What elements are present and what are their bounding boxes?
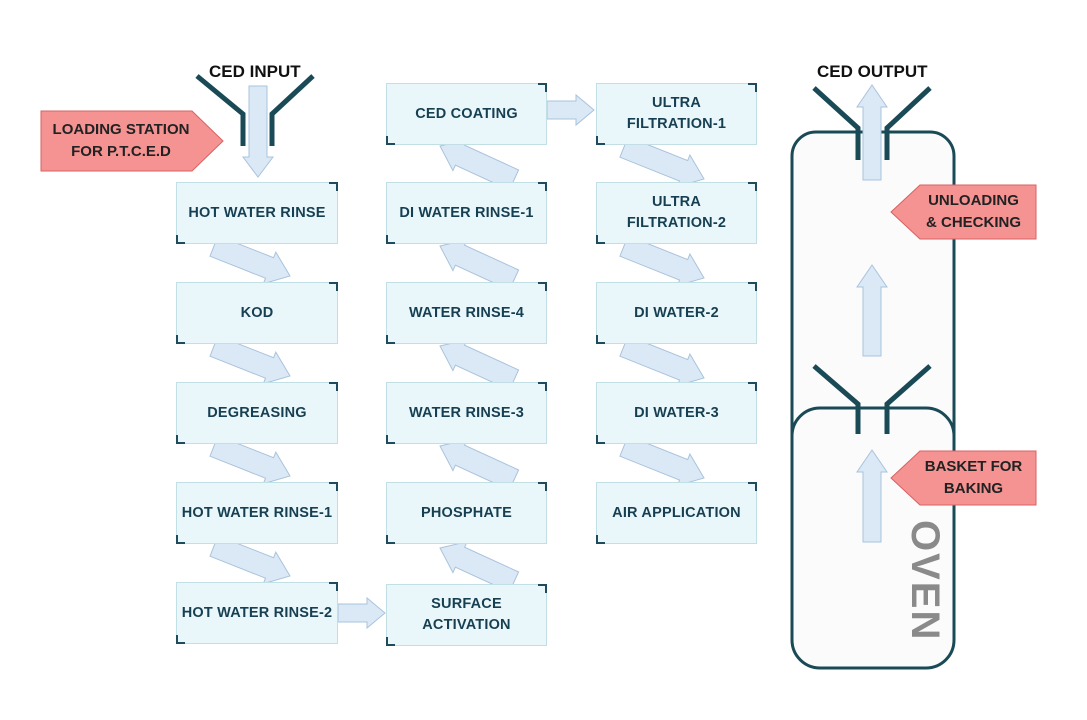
oven-entry-funnel [812,364,932,434]
step-phosphate: PHOSPHATE [386,482,547,544]
step-label: DI WATER-3 [634,404,719,421]
box-corner-mark [748,182,757,191]
box-corner-mark [176,235,185,244]
box-corner-mark [176,335,185,344]
box-corner-mark [386,136,395,145]
step-label: CED COATING [415,105,518,122]
step-label: ULTRA FILTRATION-1 [626,95,727,132]
box-corner-mark [176,635,185,644]
step-label: KOD [240,304,274,321]
box-corner-mark [596,535,605,544]
box-corner-mark [176,435,185,444]
box-corner-mark [596,435,605,444]
box-corner-mark [596,235,605,244]
step-label: WATER RINSE-4 [408,304,525,321]
step-label: SURFACE ACTIVATION [422,596,511,633]
box-corner-mark [176,535,185,544]
box-corner-mark [329,282,338,291]
tag-shape [890,450,1037,506]
step-hot-water-rinse-1: HOT WATER RINSE-1 [176,482,338,544]
step-air-application: AIR APPLICATION [596,482,757,544]
step-label: HOT WATER RINSE [188,204,326,221]
ced-output-funnel [812,86,932,160]
loading-station-tag: LOADING STATION FOR P.T.C.E.D [40,110,224,172]
step-label: HOT WATER RINSE-1 [181,504,333,521]
box-corner-mark [596,335,605,344]
basket-for-baking-tag: BASKET FOR BAKING [890,450,1037,506]
step-label: AIR APPLICATION [612,504,741,521]
ced-output-label: CED OUTPUT [817,62,928,81]
box-corner-mark [596,136,605,145]
unloading-checking-tag: UNLOADING & CHECKING [890,184,1037,240]
step-water-rinse-3: WATER RINSE-3 [386,382,547,444]
step-degreasing: DEGREASING [176,382,338,444]
step-label: DI WATER-2 [634,304,719,321]
tag-shape [40,110,224,172]
box-corner-mark [386,637,395,646]
coating-to-uf-arrow [546,93,595,127]
box-corner-mark [329,582,338,591]
step-hot-water-rinse-2: HOT WATER RINSE-2 [176,582,338,644]
unloading-checking-label: UNLOADING & CHECKING [925,192,1021,231]
loading-station-label: LOADING STATION FOR P.T.C.E.D [52,121,190,160]
step-surface-activation: SURFACE ACTIVATION [386,584,547,646]
basket-for-baking-label: BASKET FOR BAKING [924,458,1023,497]
output-arrow [856,84,888,181]
box-corner-mark [329,482,338,491]
oven-lower-arrow [856,449,888,543]
step-label: DEGREASING [207,404,307,421]
box-corner-mark [386,335,395,344]
step-ced-coating: CED COATING [386,83,547,145]
step-hot-water-rinse: HOT WATER RINSE [176,182,338,244]
step-kod: KOD [176,282,338,344]
box-corner-mark [748,83,757,92]
box-corner-mark [538,182,547,191]
box-corner-mark [538,584,547,593]
box-corner-mark [386,435,395,444]
step-di-water-rinse-1: DI WATER RINSE-1 [386,182,547,244]
box-corner-mark [329,382,338,391]
step-label: PHOSPHATE [421,504,512,521]
step-water-rinse-4: WATER RINSE-4 [386,282,547,344]
tag-shape [890,184,1037,240]
step-label: HOT WATER RINSE-2 [181,604,333,621]
box-corner-mark [748,382,757,391]
flow-arrows [209,84,888,630]
box-corner-mark [538,282,547,291]
box-corner-mark [538,382,547,391]
box-corner-mark [538,83,547,92]
box-corner-mark [329,182,338,191]
step-ultra-filtration-1: ULTRA FILTRATION-1 [596,83,757,145]
step-label: WATER RINSE-3 [408,404,525,421]
ced-input-label: CED INPUT [209,62,301,81]
box-corner-mark [386,235,395,244]
ced-input-funnel [195,74,315,146]
step-di-water-2: DI WATER-2 [596,282,757,344]
oven-upper-arrow [856,264,888,357]
step-di-water-3: DI WATER-3 [596,382,757,444]
step-ultra-filtration-2: ULTRA FILTRATION-2 [596,182,757,244]
step-label: ULTRA FILTRATION-2 [626,194,727,231]
oven-label: OVEN [903,520,947,642]
box-corner-mark [748,482,757,491]
input-arrow [242,85,274,178]
hw2-to-surface-arrow [337,596,386,630]
step-label: DI WATER RINSE-1 [399,204,534,221]
box-corner-mark [748,282,757,291]
box-corner-mark [386,535,395,544]
box-corner-mark [538,482,547,491]
